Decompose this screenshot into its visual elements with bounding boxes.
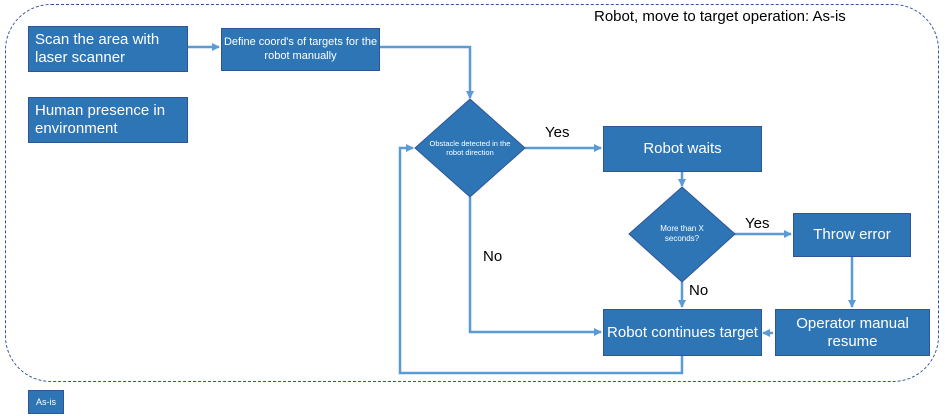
- node-throw-error: Throw error: [793, 213, 911, 257]
- edge-obstacle-no: [468, 197, 602, 336]
- swimlane-frame: [5, 4, 939, 382]
- label-time-no: No: [689, 282, 709, 299]
- node-throw-error-label: Throw error: [813, 226, 891, 243]
- as-is-tag: As-is: [28, 390, 64, 414]
- edge-loop-back: [398, 144, 684, 375]
- label-time-yes: Yes: [745, 215, 770, 232]
- node-operator-resume-label: Operator manual resume: [796, 314, 909, 350]
- label-obstacle-no: No: [483, 248, 503, 265]
- obstacle-diamond: [414, 98, 526, 198]
- time-diamond-label: More than X seconds?: [660, 224, 704, 243]
- node-robot-waits-label: Robot waits: [643, 140, 722, 157]
- node-define-coords-label: Define coord's of targets for the robot …: [223, 36, 378, 62]
- label-obstacle-yes: Yes: [545, 124, 570, 141]
- obstacle-diamond-label: Obstacle detected in the robot direction: [429, 138, 511, 157]
- node-robot-continues-label: Robot continues target: [607, 323, 758, 341]
- node-scan: Scan the area with laser scanner: [28, 26, 188, 72]
- node-human-presence-label: Human presence in environment: [35, 102, 166, 137]
- node-robot-waits: Robot waits: [603, 126, 762, 172]
- node-operator-resume: Operator manual resume: [775, 309, 930, 356]
- node-robot-continues: Robot continues target: [603, 309, 762, 356]
- edge-define-to-obstacle: [380, 45, 474, 99]
- node-scan-label: Scan the area with laser scanner: [35, 31, 160, 66]
- time-diamond: [628, 186, 736, 283]
- diagram-title: Robot, move to target operation: As-is: [594, 8, 846, 25]
- node-define-coords: Define coord's of targets for the robot …: [221, 28, 380, 71]
- node-human-presence: Human presence in environment: [28, 97, 188, 143]
